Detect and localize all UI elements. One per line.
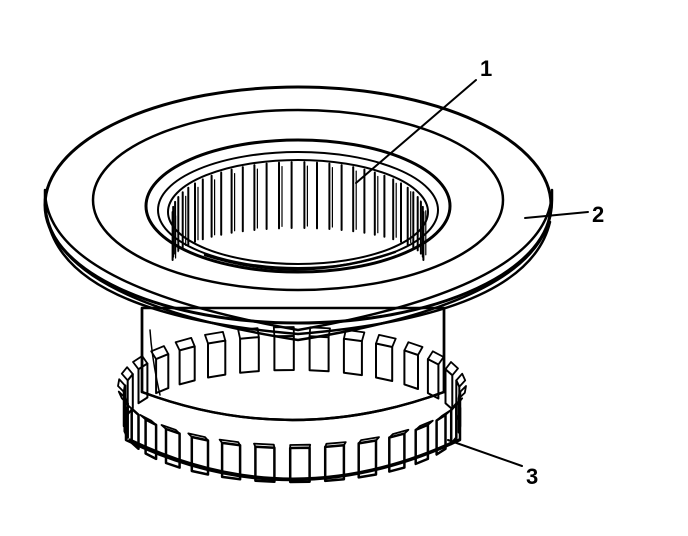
gear-tooth-top (444, 361, 459, 377)
hub-neck-shade (149, 329, 161, 396)
leader-1 (355, 79, 477, 184)
flange (43, 85, 554, 342)
gear-tooth (426, 358, 440, 400)
gear-tooth-top (450, 397, 464, 411)
gear-tooth (273, 335, 295, 372)
hub-neck (140, 306, 446, 422)
gear-tooth (178, 345, 196, 386)
gear-tooth-top (375, 334, 397, 348)
gear-tooth (137, 362, 149, 405)
gear-tooth (323, 444, 346, 483)
gear-tooth-top (324, 441, 347, 448)
flange-inner-ring (91, 108, 505, 292)
internal-splines (167, 159, 429, 271)
gear-tooth (357, 439, 378, 479)
callout-3: 3 (526, 464, 538, 489)
gear-tooth-top (427, 350, 445, 366)
gear-tooth-top (120, 366, 134, 382)
flange-bore-outer (144, 138, 452, 274)
gear-tooth-top (204, 331, 227, 345)
callout-labels: 1 2 3 (480, 56, 604, 489)
gear-tooth-top (132, 355, 149, 371)
callout-1: 1 (480, 56, 492, 81)
flange-thickness-line (46, 220, 552, 336)
spline-bore (167, 159, 429, 265)
gear-tooth (239, 336, 260, 374)
gear-tooth (403, 349, 419, 390)
leader-2 (524, 211, 589, 219)
gear-tooth-top (343, 329, 366, 342)
gear-tooth (444, 368, 454, 411)
gear-tooth (155, 353, 170, 395)
gear-tooth-top (455, 372, 467, 388)
gear-tooth-top (253, 442, 276, 449)
gear-tooth (375, 342, 394, 382)
callout-leaders (355, 79, 589, 467)
gear-tooth (254, 445, 276, 483)
gear-tooth (190, 435, 210, 476)
gear-tooth (164, 427, 181, 469)
gear-tooth (288, 446, 311, 484)
gear-tooth-top (414, 419, 434, 431)
callout-2: 2 (592, 202, 604, 227)
gear-tooth-top (388, 428, 410, 439)
gear-teeth-back (120, 326, 467, 422)
spline-bottom-edge (203, 250, 397, 271)
gear-tooth-top (357, 436, 380, 445)
gear-tooth (388, 432, 406, 473)
flange-outer-rim (43, 85, 553, 325)
gear-tooth-top (218, 438, 241, 447)
flange-bore-inner-lip (157, 151, 439, 269)
gear-tooth-top (117, 378, 126, 393)
gear-tooth (122, 384, 127, 428)
gear-tooth-top (139, 414, 157, 426)
hub-neck-bottom-curve (140, 390, 446, 422)
gear-tooth-top (174, 337, 196, 352)
gear-tooth-top (403, 341, 424, 356)
gear-tooth-top (187, 432, 209, 442)
gear-tooth (457, 390, 462, 434)
leader-3 (447, 439, 523, 467)
flange-edge-underside (43, 188, 554, 342)
gear-tooth (308, 335, 330, 373)
spline-lines (171, 161, 427, 261)
gear-tooth (342, 337, 363, 377)
sprocket-gear (117, 326, 467, 484)
gear-tooth (220, 441, 242, 481)
gear-tooth-top (150, 345, 170, 360)
gear-tooth (414, 423, 430, 466)
gear-tooth (207, 339, 227, 379)
gear-bottom-rim (128, 438, 460, 481)
gear-teeth-front (117, 378, 467, 484)
gear-tooth-top (289, 443, 312, 449)
gear-tooth-top (435, 409, 452, 422)
gear-tooth (144, 418, 158, 461)
gear-tooth-top (160, 424, 181, 435)
gear-tooth-top (458, 385, 467, 400)
